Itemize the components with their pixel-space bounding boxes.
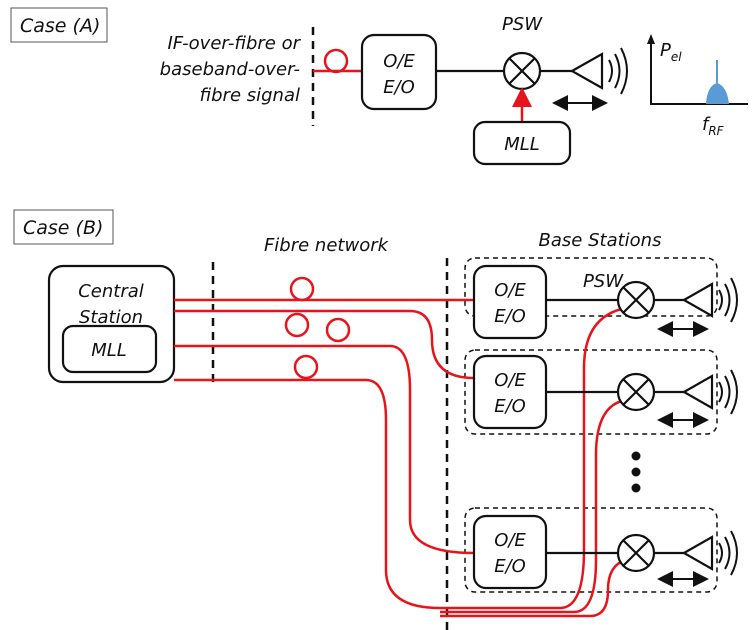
base-stations-label: Base Stations [539, 230, 662, 251]
antenna-icon [569, 52, 604, 90]
bs1-oe-bottom: E/O [494, 306, 526, 327]
fibre-route-4 [174, 306, 627, 610]
case-a-mll-label: MLL [504, 134, 540, 155]
fibre-coil-icon [325, 317, 351, 343]
antenna-icon [681, 282, 714, 318]
antenna-icon [681, 535, 714, 571]
radio-waves-icon [718, 277, 738, 323]
fibre-coil-icon [284, 312, 310, 338]
mixer-icon [616, 533, 656, 573]
fibre-routes [174, 298, 627, 618]
fibre-route-3 [174, 344, 475, 555]
case-a-psw-label: PSW [502, 14, 543, 35]
radio-waves-icon [718, 369, 738, 415]
base-station-3: O/E E/O [472, 514, 738, 590]
base-station-2: O/E E/O [472, 354, 738, 430]
signal-label-line-3: fibre signal [200, 85, 301, 106]
fibre-route-6 [440, 558, 627, 618]
fibre-route-2 [174, 309, 475, 380]
mixer-icon [616, 280, 656, 320]
bs2-oe-top: O/E [494, 370, 526, 391]
mixer-icon [616, 372, 656, 412]
case-b-label: Case (B) [23, 217, 103, 239]
fibre-coil-icon [289, 276, 315, 302]
fibre-route-5 [440, 398, 627, 614]
case-a-section: Case (A) IF-over-fibre or baseband-over-… [10, 7, 748, 166]
bs3-oe-bottom: E/O [494, 556, 526, 577]
signal-label-line-1: IF-over-fibre or [168, 33, 302, 54]
central-station-line-1: Central [78, 281, 144, 302]
radio-waves-icon [718, 530, 738, 576]
case-a-label-box [10, 7, 108, 43]
fibre-network-label: Fibre network [264, 235, 390, 256]
signal-label-line-2: baseband-over- [160, 59, 300, 80]
base-station-2-frame [464, 349, 718, 435]
antenna-icon [681, 374, 714, 410]
fibre-coil-icon [323, 48, 349, 74]
ellipsis-dots-icon [631, 451, 641, 493]
radio-waves-icon [608, 47, 628, 95]
case-b-label-box [13, 209, 114, 245]
mixer-icon [502, 51, 542, 91]
spectrum-y-label: Pel [660, 40, 682, 64]
central-mll-box [61, 324, 158, 374]
spectrum-x-label: fRF [702, 114, 725, 138]
case-a-mll-box [472, 120, 572, 166]
bs2-oe-box [472, 354, 548, 430]
bs1-oe-box [472, 264, 548, 340]
bs2-oe-bottom: E/O [494, 396, 526, 417]
bs3-oe-top: O/E [494, 530, 526, 551]
base-station-3-frame [464, 507, 718, 593]
bs1-psw-label: PSW [583, 271, 624, 292]
case-b-section: Case (B) Fibre network Base Stations Cen… [13, 209, 738, 630]
base-station-1-frame [464, 257, 718, 317]
central-mll-label: MLL [91, 340, 127, 361]
spectrum-icon [647, 34, 748, 105]
bs3-oe-box [472, 514, 548, 590]
fibre-coil-icon [293, 354, 319, 380]
case-a-oe-top: O/E [383, 51, 415, 72]
case-a-oe-bottom: E/O [383, 77, 415, 98]
case-a-label: Case (A) [20, 15, 100, 37]
base-station-1: O/E E/O PSW [472, 264, 738, 340]
central-station-line-2: Station [79, 307, 143, 328]
bs1-oe-top: O/E [494, 280, 526, 301]
